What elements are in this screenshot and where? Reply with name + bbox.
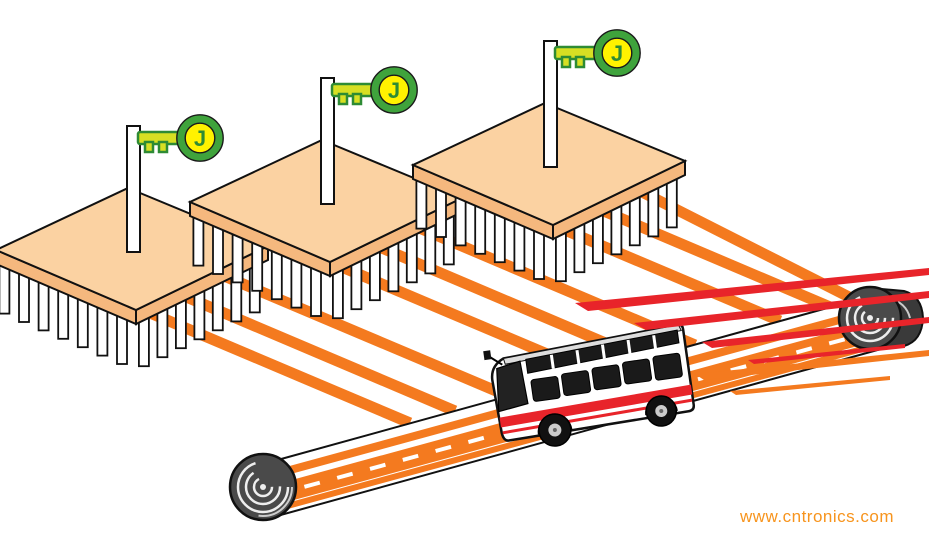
speed-line-red [634, 291, 929, 330]
bus-mirror [483, 350, 492, 361]
front-wheel-hub-dot [552, 428, 557, 433]
roll-spiral [244, 468, 282, 506]
roll-spiral [252, 476, 274, 498]
speed-lines [575, 268, 929, 421]
roll-center [867, 315, 873, 321]
speed-line-red [748, 344, 905, 364]
speed-line-red [575, 268, 929, 311]
signal-trace [550, 219, 783, 327]
bus-window [652, 352, 683, 381]
bus-vehicle [483, 323, 696, 447]
bus-window [561, 370, 592, 397]
road-roll-left [228, 452, 298, 522]
chip-package-1 [0, 115, 268, 366]
bus-window [530, 376, 561, 402]
watermark-text: www.cntronics.com [739, 507, 894, 526]
speed-line-orange [730, 376, 890, 395]
bus-windshield [496, 360, 529, 413]
bus-roof [502, 324, 682, 365]
bus-lower-windows [530, 352, 683, 402]
roll-center [260, 484, 266, 490]
bus-window-pillars [549, 335, 658, 369]
speed-line-orange [695, 350, 929, 380]
bus-window [622, 358, 653, 385]
roll-spiral [853, 301, 887, 335]
speed-line-white [700, 399, 862, 421]
roll-spiral [845, 293, 895, 343]
roll-spiral [236, 460, 290, 514]
rear-wheel-hub-dot [659, 409, 664, 414]
speed-line-red [702, 317, 929, 348]
roll-highlight [233, 457, 293, 517]
bus-window [591, 364, 622, 391]
